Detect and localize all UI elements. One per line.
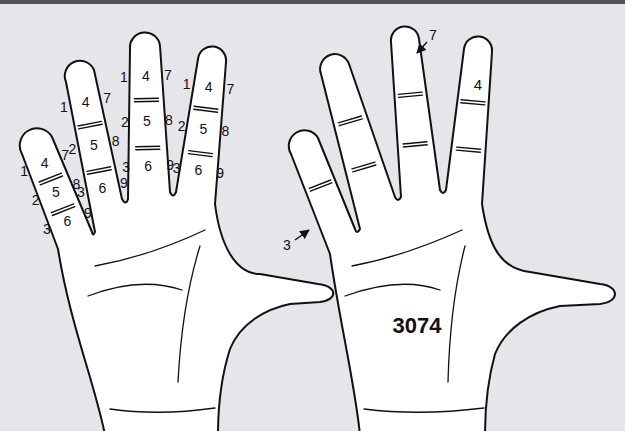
palm-line [345, 284, 440, 296]
finger-number: 1 [183, 77, 191, 91]
crease-line [309, 180, 332, 191]
pointer-arrow [295, 230, 309, 240]
finger-number: 4 [82, 95, 90, 109]
finger-number: 4 [142, 69, 150, 83]
finger-number: 6 [98, 181, 106, 195]
finger-number: 5 [200, 122, 208, 136]
finger-number: 2 [69, 142, 77, 156]
pointer-number: 3 [283, 238, 291, 252]
finger-number: 3 [43, 222, 51, 236]
finger-number: 1 [20, 164, 28, 178]
pointer-arrows [295, 42, 427, 240]
pointer-number: 7 [429, 28, 437, 42]
finger-number: 5 [90, 138, 98, 152]
crease-line [134, 98, 159, 150]
finger-number: 3 [77, 185, 85, 199]
crease-line [398, 92, 427, 147]
palm-line [178, 246, 200, 382]
finger-number: 2 [178, 119, 186, 133]
palm-line [352, 230, 462, 266]
finger-creases [39, 92, 485, 215]
finger-number: 7 [103, 91, 111, 105]
finger-number: 1 [120, 70, 128, 84]
finger-number: 4 [205, 80, 213, 94]
crease-line [78, 121, 111, 174]
finger-number: 3 [122, 160, 130, 174]
result-number: 3074 [393, 315, 442, 337]
finger-number: 5 [143, 114, 151, 128]
crease-line [338, 116, 376, 172]
finger-number: 6 [144, 159, 152, 173]
finger-number: 8 [165, 113, 173, 127]
finger-number: 7 [164, 68, 172, 82]
palm-lines [88, 230, 484, 412]
finger-number: 4 [41, 156, 49, 170]
palm-line [364, 408, 484, 412]
finger-number: 3 [173, 161, 181, 175]
finger-number: 1 [60, 100, 68, 114]
left-hand-outline [20, 32, 334, 431]
crease-line [188, 106, 218, 156]
finger-number: 8 [112, 134, 120, 148]
finger-number: 9 [120, 176, 128, 190]
palm-line [448, 246, 465, 382]
finger-number: 9 [216, 166, 224, 180]
right-hand-outline [289, 26, 615, 431]
finger-number: 9 [84, 206, 92, 220]
palm-line [88, 284, 182, 296]
label-layer: 1472583691472583691472583691472583697433… [0, 4, 625, 431]
crease-line [39, 173, 75, 215]
finger-number: 2 [121, 115, 129, 129]
finger-number: 5 [52, 185, 60, 199]
palm-line [95, 230, 205, 266]
finger-number: 7 [61, 148, 69, 162]
finger-number: 2 [32, 193, 40, 207]
finger-number: 6 [63, 214, 71, 228]
palm-line [110, 408, 215, 412]
pointer-arrow [417, 42, 427, 53]
finger-number: 7 [227, 82, 235, 96]
hands-illustration [0, 4, 625, 431]
crease-line [456, 100, 485, 153]
finger-number: 6 [194, 163, 202, 177]
finger-number: 4 [474, 77, 482, 92]
finger-number: 8 [221, 124, 229, 138]
